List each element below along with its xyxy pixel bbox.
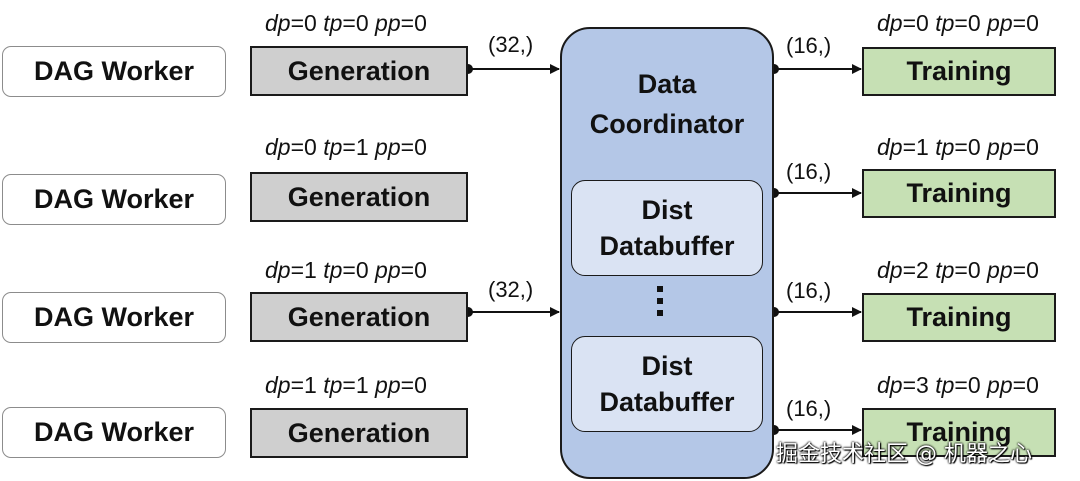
tp-value: 1 — [355, 372, 369, 398]
tp-name: tp — [935, 10, 955, 36]
dp-name: dp — [265, 134, 291, 160]
pp-name: pp — [375, 10, 401, 36]
pp-value: 0 — [414, 10, 427, 36]
tp-name: tp — [935, 257, 955, 283]
pp-name: pp — [987, 10, 1013, 36]
pp-value: 0 — [1026, 10, 1039, 36]
output-shape-label: (16,) — [786, 159, 832, 184]
training-box: Training — [862, 169, 1056, 218]
train-parallel-config: dp=3 tp=0 pp=0 — [877, 372, 1039, 398]
watermark: 掘金技术社区 @ 机器之心 — [776, 442, 1032, 467]
pp-name: pp — [375, 257, 401, 283]
pp-value: 0 — [1026, 257, 1039, 283]
generation-box: Generation — [250, 292, 468, 342]
dag-worker-box: DAG Worker — [2, 174, 226, 225]
buffer-label-line2: Databuffer — [599, 231, 735, 261]
buffer-label-line2: Databuffer — [599, 387, 735, 417]
dp-name: dp — [877, 10, 903, 36]
tp-value: 0 — [355, 257, 369, 283]
dp-value: 2 — [916, 257, 929, 283]
train-parallel-config: dp=0 tp=0 pp=0 — [877, 10, 1039, 36]
pp-value: 0 — [414, 372, 427, 398]
coordinator-title-line2: Coordinator — [589, 109, 745, 139]
input-shape-label: (32,) — [488, 32, 534, 57]
tp-value: 1 — [355, 134, 369, 160]
generation-box: Generation — [250, 46, 468, 96]
pp-name: pp — [375, 134, 401, 160]
tp-name: tp — [935, 372, 955, 398]
pp-value: 0 — [1026, 372, 1039, 398]
dp-value: 0 — [304, 134, 317, 160]
training-box: Training — [862, 408, 1056, 457]
pp-name: pp — [987, 134, 1013, 160]
tp-name: tp — [323, 257, 343, 283]
dp-name: dp — [265, 372, 291, 398]
generation-box: Generation — [250, 408, 468, 458]
coordinator-title: Data Coordinator — [560, 64, 774, 144]
dp-value: 1 — [304, 372, 317, 398]
dag-worker-box: DAG Worker — [2, 46, 226, 97]
pp-value: 0 — [414, 257, 427, 283]
train-parallel-config: dp=2 tp=0 pp=0 — [877, 257, 1039, 283]
tp-value: 0 — [967, 257, 981, 283]
dag-worker-box: DAG Worker — [2, 292, 226, 343]
train-parallel-config: dp=1 tp=0 pp=0 — [877, 134, 1039, 160]
input-shape-label: (32,) — [488, 277, 534, 302]
dist-databuffer: Dist Databuffer — [571, 336, 763, 432]
buffer-label-line1: Dist — [641, 195, 693, 225]
tp-value: 0 — [967, 372, 981, 398]
dp-value: 0 — [916, 10, 929, 36]
generation-box: Generation — [250, 172, 468, 222]
training-box: Training — [862, 293, 1056, 342]
buffer-label-line1: Dist — [641, 351, 693, 381]
dp-name: dp — [877, 372, 903, 398]
dp-name: dp — [265, 10, 291, 36]
gen-parallel-config: dp=0 tp=0 pp=0 — [265, 10, 427, 36]
tp-name: tp — [323, 10, 343, 36]
pp-name: pp — [987, 257, 1013, 283]
dp-value: 1 — [916, 134, 929, 160]
dp-name: dp — [877, 257, 903, 283]
training-box: Training — [862, 47, 1056, 96]
tp-value: 0 — [967, 134, 981, 160]
dp-name: dp — [265, 257, 291, 283]
gen-parallel-config: dp=0 tp=1 pp=0 — [265, 134, 427, 160]
vertical-ellipsis-icon — [640, 286, 680, 322]
pp-name: pp — [375, 372, 401, 398]
dist-databuffer: Dist Databuffer — [571, 180, 763, 276]
dp-value: 3 — [916, 372, 929, 398]
tp-name: tp — [323, 372, 343, 398]
dag-worker-box: DAG Worker — [2, 407, 226, 458]
dp-value: 1 — [304, 257, 317, 283]
dp-name: dp — [877, 134, 903, 160]
output-shape-label: (16,) — [786, 396, 832, 421]
gen-parallel-config: dp=1 tp=1 pp=0 — [265, 372, 427, 398]
coordinator-title-line1: Data — [637, 69, 697, 99]
tp-name: tp — [935, 134, 955, 160]
gen-parallel-config: dp=1 tp=0 pp=0 — [265, 257, 427, 283]
output-shape-label: (16,) — [786, 278, 832, 303]
pp-name: pp — [987, 372, 1013, 398]
pp-value: 0 — [414, 134, 427, 160]
tp-value: 0 — [355, 10, 369, 36]
pp-value: 0 — [1026, 134, 1039, 160]
dp-value: 0 — [304, 10, 317, 36]
tp-name: tp — [323, 134, 343, 160]
output-shape-label: (16,) — [786, 33, 832, 58]
tp-value: 0 — [967, 10, 981, 36]
